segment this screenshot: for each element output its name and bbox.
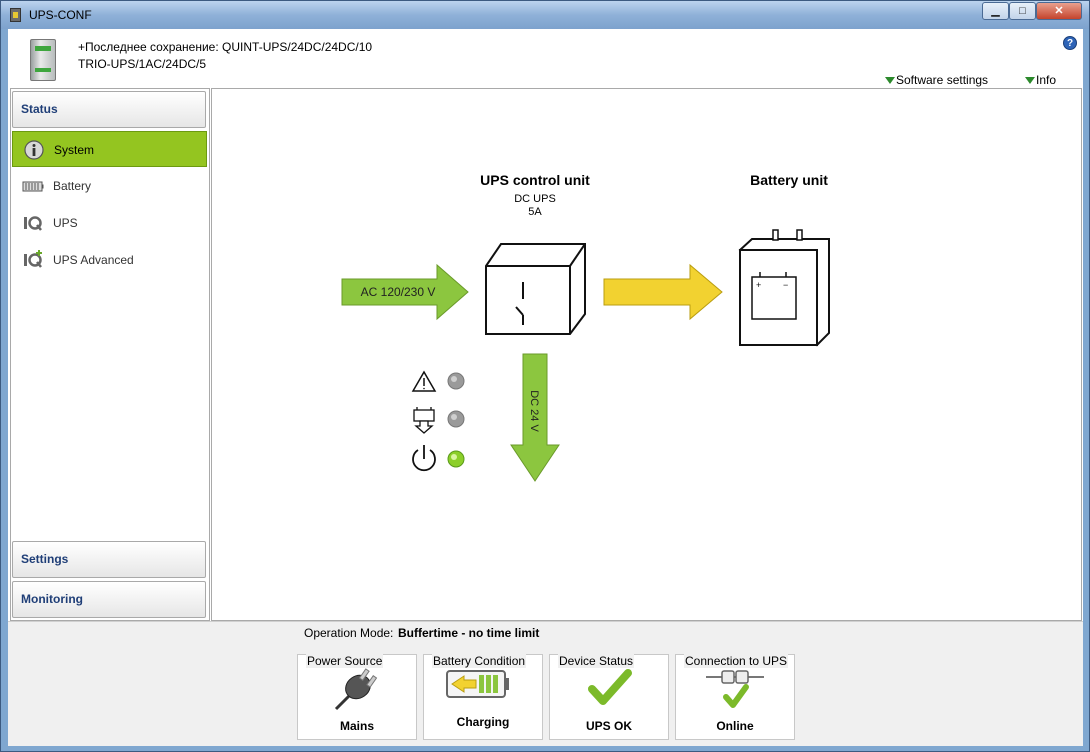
- sidebar-item-label: UPS: [53, 216, 78, 230]
- operation-mode-value: Buffertime - no time limit: [398, 626, 540, 640]
- ac-input-label: AC 120/230 V: [361, 285, 436, 299]
- battery-discharge-icon: [413, 407, 435, 434]
- device-header: +Последнее сохранение: QUINT-UPS/24DC/24…: [8, 29, 1083, 87]
- software-settings-label: Software settings: [896, 73, 989, 87]
- minimize-button[interactable]: ▁: [982, 2, 1009, 20]
- battery-led-highlight: [451, 414, 457, 420]
- help-icon[interactable]: ?: [1063, 36, 1077, 50]
- sidebar-item-ups[interactable]: UPS: [12, 205, 207, 241]
- info-icon: [24, 140, 44, 160]
- control-unit-type: DC UPS: [514, 193, 556, 205]
- power-source-tile: Power Source Mains: [297, 654, 417, 740]
- window-title: UPS-CONF: [29, 8, 92, 22]
- status-bar: Operation Mode: Buffertime - no time lim…: [8, 621, 1083, 746]
- device-model-label: TRIO-UPS/1AC/24DC/5: [78, 57, 207, 71]
- warning-led-highlight: [451, 376, 457, 382]
- sidebar-item-system[interactable]: System: [12, 131, 207, 167]
- client-area: +Последнее сохранение: QUINT-UPS/24DC/24…: [8, 29, 1083, 746]
- ups-control-unit-icon: [485, 243, 586, 335]
- battery-unit-title: Battery unit: [750, 172, 828, 188]
- tile-value: Mains: [339, 719, 374, 733]
- tile-value: Online: [716, 719, 754, 733]
- iq-advanced-icon: [24, 250, 42, 268]
- device-status-tile: Device Status UPS OK: [549, 654, 669, 740]
- app-icon: [10, 8, 21, 22]
- battery-feed-arrow: [603, 263, 723, 321]
- sidebar-section-monitoring[interactable]: Monitoring: [12, 581, 206, 618]
- sidebar-item-label: Battery: [53, 179, 92, 193]
- chevron-down-icon: [885, 77, 895, 85]
- sidebar-item-ups-advanced[interactable]: UPS Advanced: [12, 242, 207, 278]
- sidebar-section-settings[interactable]: Settings: [12, 541, 206, 578]
- battery-charging-icon: [446, 670, 509, 698]
- sidebar-item-label: UPS Advanced: [53, 253, 134, 267]
- chevron-down-icon: [1025, 77, 1035, 85]
- tile-value: Charging: [456, 715, 510, 729]
- sidebar: Status System Battery: [10, 88, 210, 621]
- system-diagram-panel: UPS control unit DC UPS 5A Battery unit …: [211, 88, 1082, 621]
- software-settings-link[interactable]: Software settings: [885, 73, 988, 87]
- tile-label: Power Source: [306, 654, 384, 668]
- control-unit-current: 5A: [528, 206, 542, 218]
- info-label: Info: [1036, 73, 1057, 87]
- last-save-label: +Последнее сохранение: QUINT-UPS/24DC/24…: [78, 40, 373, 54]
- power-led-highlight: [451, 454, 457, 460]
- battery-condition-tile: Battery Condition Charging: [423, 654, 543, 740]
- control-unit-title: UPS control unit: [480, 172, 590, 188]
- warning-icon: [411, 370, 437, 392]
- battery-unit-icon: + −: [738, 229, 830, 347]
- connection-check-icon: [706, 670, 764, 708]
- tile-value: UPS OK: [585, 719, 632, 733]
- battery-icon: [22, 181, 44, 192]
- sidebar-item-label: System: [54, 143, 95, 157]
- operation-mode-label: Operation Mode:: [304, 626, 394, 640]
- iq-icon: [24, 216, 42, 231]
- ac-input-arrow: AC 120/230 V: [341, 263, 469, 321]
- svg-text:−: −: [783, 280, 788, 290]
- svg-text:+: +: [756, 280, 761, 290]
- connection-tile: Connection to UPS Online: [675, 654, 795, 740]
- title-bar[interactable]: UPS-CONF ▁ □ ✕: [1, 1, 1089, 29]
- maximize-button[interactable]: □: [1009, 2, 1036, 20]
- dc-output-arrow: DC 24 V: [510, 353, 560, 482]
- system-diagram: UPS control unit DC UPS 5A Battery unit …: [341, 172, 830, 482]
- sidebar-item-battery[interactable]: Battery: [12, 168, 207, 204]
- dc-output-label: DC 24 V: [528, 390, 540, 432]
- checkmark-icon: [588, 669, 632, 705]
- close-button[interactable]: ✕: [1036, 2, 1082, 20]
- info-link[interactable]: Info: [1025, 73, 1056, 87]
- plug-icon: [334, 668, 378, 711]
- device-image: [30, 39, 56, 81]
- sidebar-section-status[interactable]: Status: [12, 91, 206, 128]
- power-icon: [412, 445, 436, 472]
- tile-label: Battery Condition: [432, 654, 527, 668]
- tile-label: Device Status: [558, 654, 635, 668]
- tile-label: Connection to UPS: [684, 654, 789, 668]
